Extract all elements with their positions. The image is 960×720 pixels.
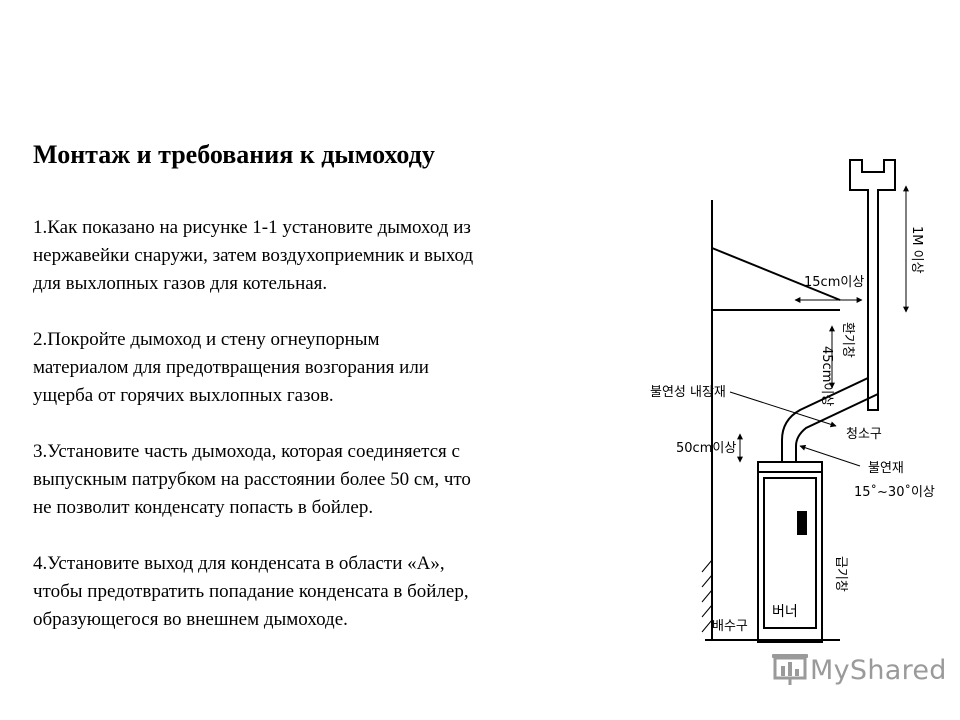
instruction-line: выпускным патрубком на расстоянии более … — [33, 469, 471, 490]
angle-label: 15˚~30˚이상 — [854, 484, 935, 500]
instruction-line: нержавейки снаружи, затем воздухоприемни… — [33, 245, 474, 266]
fireproof-lining-label: 불연성 내장재 — [650, 385, 726, 400]
watermark: MyShared — [770, 652, 947, 688]
instruction-1: 1.Как показано на рисунке 1-1 установите… — [33, 214, 613, 298]
instruction-line: ущерба от горячих выхлопных газов. — [33, 385, 334, 406]
wall-hatching — [701, 559, 713, 633]
building-wall — [705, 200, 841, 641]
instruction-line: не позволит конденсату попасть в бойлер. — [33, 497, 374, 518]
instruction-line: 1.Как показано на рисунке 1-1 установите… — [33, 217, 471, 238]
nonflammable-label: 불연재 — [868, 461, 904, 476]
instruction-line: образующегося во внешнем дымоходе. — [33, 609, 348, 630]
chimney-installation-diagram: 1M 이상 15cm이상 환기창 45cm이상 불연성 내장재 청소구 50cm… — [650, 159, 935, 643]
vent-label: 환기창 — [840, 322, 855, 358]
instruction-line: 2.Покройте дымоход и стену огнеупорным — [33, 329, 380, 350]
boiler — [757, 461, 823, 643]
projector-screen-icon — [772, 654, 808, 685]
instruction-line: 3.Установите часть дымохода, которая сое… — [33, 441, 460, 462]
dimension-label-1m: 1M 이상 — [909, 226, 924, 274]
dimension-label-50cm: 50cm이상 — [676, 441, 736, 456]
page-title: Монтаж и требования к дымоходу — [33, 140, 435, 169]
burner-label: 버너 — [772, 604, 798, 620]
instruction-line: чтобы предотвратить попадание конденсата… — [33, 581, 469, 602]
air-intake-label: 급기창 — [833, 556, 848, 592]
instruction-4: 4.Установите выход для конденсата в обла… — [33, 550, 613, 634]
dimension-label-45cm: 45cm이상 — [819, 346, 834, 406]
cleanout-label: 청소구 — [846, 427, 882, 442]
chimney-pipe — [781, 159, 896, 462]
instruction-3: 3.Установите часть дымохода, которая сое… — [33, 438, 613, 522]
instructions: 1.Как показано на рисунке 1-1 установите… — [33, 214, 613, 662]
instruction-2: 2.Покройте дымоход и стену огнеупорным м… — [33, 326, 613, 410]
watermark-text: MyShared — [810, 654, 947, 686]
instruction-line: 4.Установите выход для конденсата в обла… — [33, 553, 445, 574]
instruction-line: для выхлопных газов для котельная. — [33, 273, 328, 294]
dimension-label-15cm: 15cm이상 — [804, 275, 864, 290]
dimension-lines — [729, 185, 909, 467]
instruction-line: материалом для предотвращения возгорания… — [33, 357, 429, 378]
drain-label: 배수구 — [712, 619, 748, 634]
